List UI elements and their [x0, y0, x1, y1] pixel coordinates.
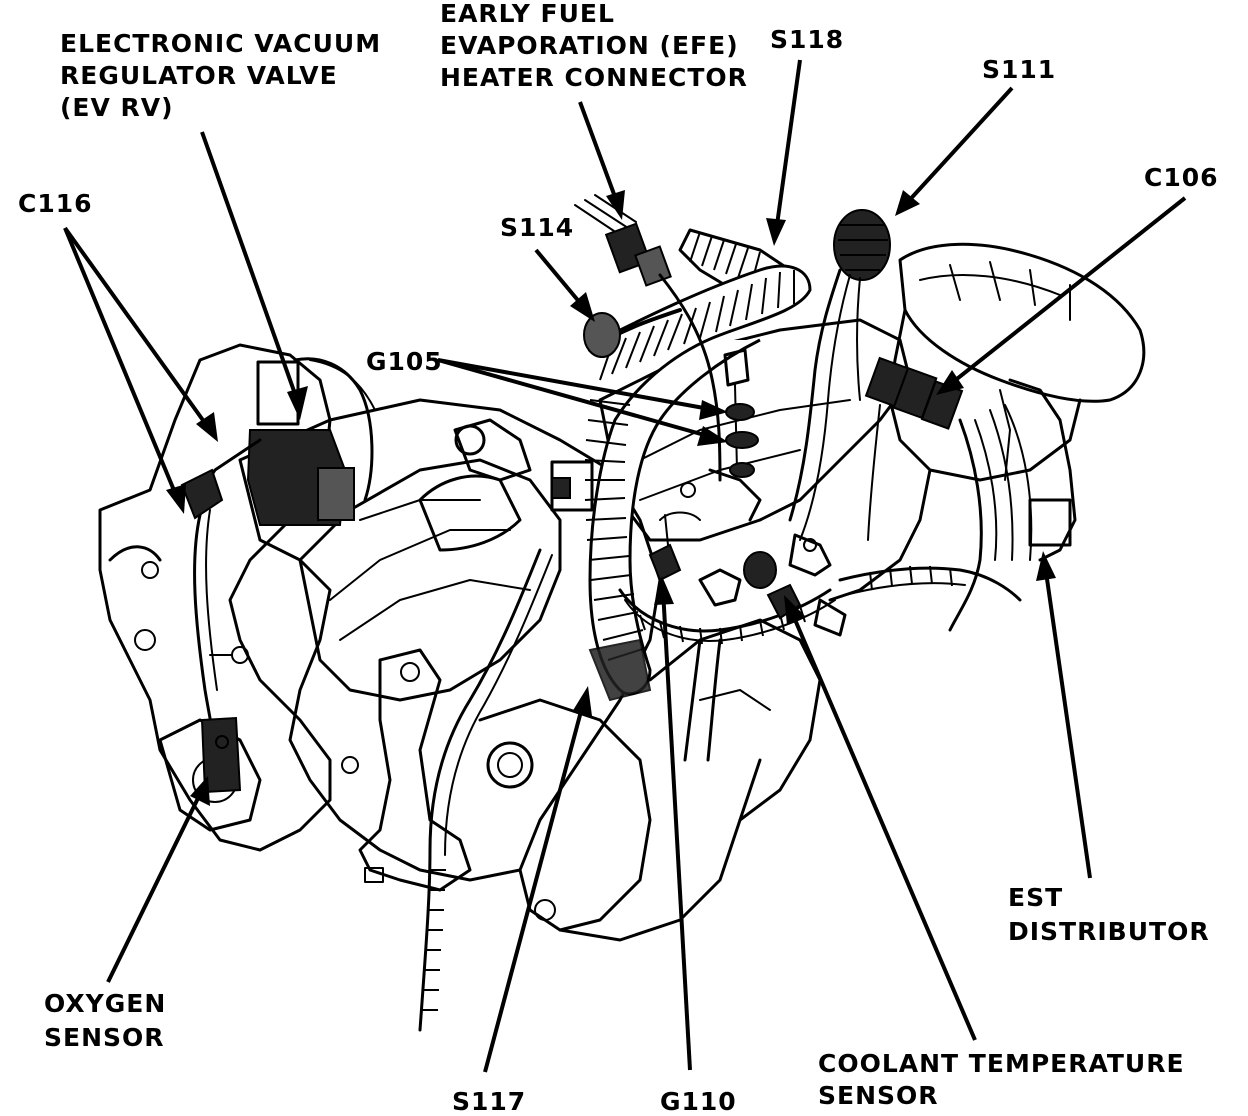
label-evrv-line-2: REGULATOR VALVE — [60, 61, 338, 90]
label-s111: S111 — [982, 55, 1056, 84]
engine-illustration — [98, 194, 1146, 1032]
label-s118: S118 — [770, 25, 844, 54]
label-evrv-line-3: (EV RV) — [60, 93, 174, 122]
label-c116: C116 — [18, 189, 93, 218]
leader-arrows — [63, 59, 1187, 1073]
label-s114: S114 — [500, 213, 574, 242]
label-c106: C106 — [1144, 163, 1219, 192]
callout-labels: ELECTRONIC VACUUM REGULATOR VALVE (EV RV… — [18, 0, 1219, 1116]
label-efe-line-2: EVAPORATION (EFE) — [440, 31, 739, 60]
label-est-line-2: DISTRIBUTOR — [1008, 917, 1210, 946]
label-g110: G110 — [660, 1087, 737, 1116]
label-coolant-line-1: COOLANT TEMPERATURE — [818, 1049, 1185, 1078]
label-evrv-line-1: ELECTRONIC VACUUM — [60, 29, 381, 58]
label-oxygen-line-1: OXYGEN — [44, 989, 166, 1018]
label-efe-line-1: EARLY FUEL — [440, 0, 615, 28]
label-est-line-1: EST — [1008, 883, 1063, 912]
label-s117: S117 — [452, 1087, 526, 1116]
label-coolant-line-2: SENSOR — [818, 1081, 939, 1110]
label-oxygen-line-2: SENSOR — [44, 1023, 165, 1052]
label-efe-line-3: HEATER CONNECTOR — [440, 63, 748, 92]
label-g105: G105 — [366, 347, 443, 376]
